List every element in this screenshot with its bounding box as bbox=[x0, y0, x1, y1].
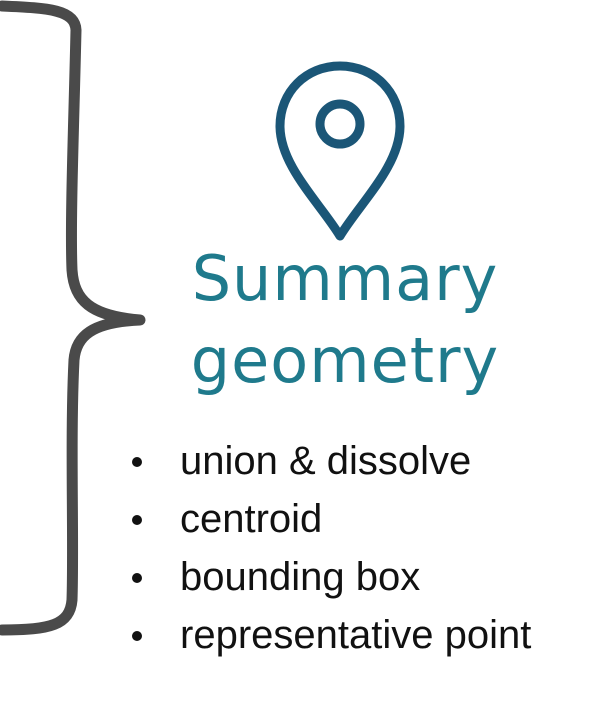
list-item-label: bounding box bbox=[180, 555, 421, 599]
section-title: Summary geometry bbox=[180, 238, 510, 402]
bullet-dot bbox=[132, 515, 142, 525]
list-item-label: representative point bbox=[180, 613, 532, 657]
bullet-dot bbox=[132, 631, 142, 641]
list-item: union & dissolve bbox=[128, 432, 531, 490]
title-line-1: Summary bbox=[191, 242, 499, 315]
title-line-2: geometry bbox=[190, 324, 500, 397]
bullet-dot bbox=[132, 573, 142, 583]
map-pin-icon bbox=[275, 61, 405, 241]
curly-brace bbox=[0, 0, 146, 636]
list-item: bounding box bbox=[128, 548, 531, 606]
list-item: centroid bbox=[128, 490, 531, 548]
list-item-label: union & dissolve bbox=[180, 439, 472, 483]
bullet-dot bbox=[132, 457, 142, 467]
list-item: representative point bbox=[128, 606, 531, 664]
bullet-list: union & dissolve centroid bounding box r… bbox=[128, 432, 531, 664]
list-item-label: centroid bbox=[180, 497, 323, 541]
